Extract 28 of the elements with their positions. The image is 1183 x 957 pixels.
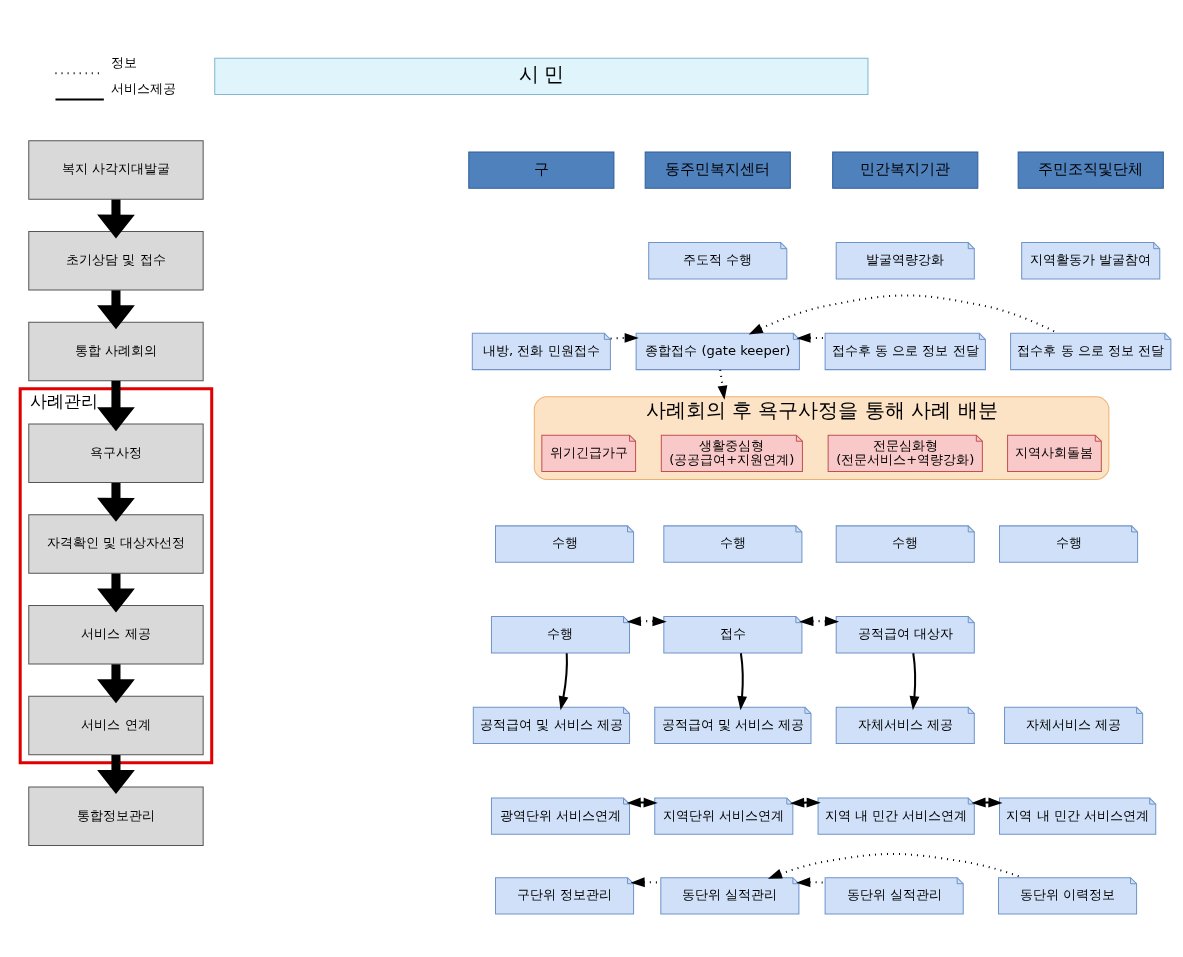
node-box: 민간복지기관 bbox=[832, 150, 979, 189]
arrow bbox=[97, 289, 135, 329]
arrow bbox=[909, 652, 920, 710]
node-box: 시 민 bbox=[214, 57, 869, 95]
node-box: 통합 사례회의 bbox=[28, 321, 204, 381]
arrow bbox=[799, 615, 840, 626]
arrow bbox=[790, 797, 821, 808]
node-box: 초기상담 및 접수 bbox=[28, 230, 204, 290]
arrow bbox=[97, 380, 135, 431]
node-box: 통합정보관리 bbox=[28, 785, 204, 846]
node-box: 자격확인 및 대상자선정 bbox=[28, 513, 204, 574]
arrow bbox=[97, 482, 135, 522]
node-box: 욕구사정 bbox=[28, 423, 204, 483]
node-box: 구 bbox=[468, 150, 615, 189]
legend-label: 서비스제공 bbox=[110, 80, 176, 96]
node-box: 동주민복지센터 bbox=[644, 150, 791, 189]
arrow bbox=[97, 754, 135, 794]
node-box: 서비스 연계 bbox=[28, 695, 204, 755]
node-box: 복지 사각지대발굴 bbox=[28, 139, 204, 200]
arrow bbox=[737, 652, 748, 710]
arrow bbox=[558, 652, 569, 710]
arrow bbox=[626, 615, 667, 626]
node-box: 서비스 제공 bbox=[28, 604, 204, 664]
arrow bbox=[97, 573, 135, 613]
legend-label: 정보 bbox=[110, 54, 137, 70]
arrow bbox=[97, 199, 135, 239]
node-box: 주민조직및단체 bbox=[1017, 150, 1164, 189]
arrow bbox=[97, 663, 135, 703]
